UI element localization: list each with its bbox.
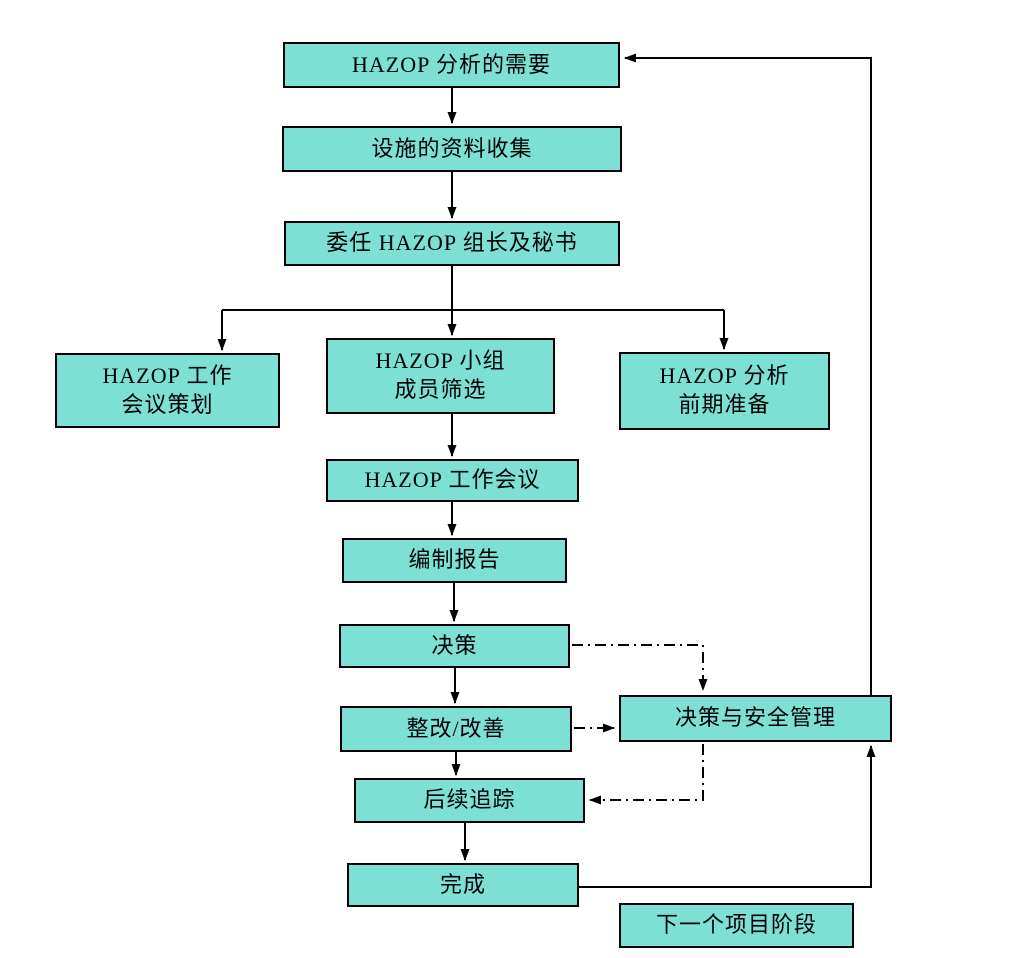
node-label: 设施的资料收集 — [371, 135, 533, 161]
arrow-complete-to-safety — [579, 745, 876, 888]
node-label: 完成 — [439, 871, 486, 897]
dashed-safety-to-follow — [589, 744, 704, 805]
node-label: 整改/改善 — [406, 715, 506, 741]
arrow-safety-to-need — [624, 53, 872, 695]
node-label: HAZOP 小组 成员筛选 — [375, 348, 506, 402]
node-data-collect: 设施的资料收集 — [282, 126, 622, 172]
node-label: 委任 HAZOP 组长及秘书 — [326, 230, 578, 256]
node-label: 下一个项目阶段 — [655, 912, 817, 938]
node-hazop-need: HAZOP 分析的需要 — [283, 42, 620, 88]
node-label: HAZOP 工作 会议策划 — [102, 362, 233, 417]
node-label: HAZOP 分析的需要 — [351, 51, 552, 77]
dashed-decision-to-safety — [572, 644, 708, 691]
node-label: HAZOP 分析 前期准备 — [659, 363, 790, 417]
node-work-meeting: HAZOP 工作会议 — [326, 459, 579, 502]
node-follow-up: 后续追踪 — [354, 778, 585, 823]
node-next-phase: 下一个项目阶段 — [619, 903, 854, 948]
node-meeting-plan: HAZOP 工作 会议策划 — [55, 353, 280, 428]
node-appoint-leader: 委任 HAZOP 组长及秘书 — [284, 221, 620, 266]
node-label: 编制报告 — [408, 547, 501, 573]
node-label: 后续追踪 — [423, 787, 516, 813]
node-label: 决策 — [431, 632, 478, 658]
node-report: 编制报告 — [342, 538, 567, 583]
node-complete: 完成 — [347, 863, 579, 907]
node-decision-safety: 决策与安全管理 — [619, 695, 892, 742]
node-rectify: 整改/改善 — [340, 706, 572, 752]
node-label: 决策与安全管理 — [674, 705, 836, 731]
node-decision: 决策 — [339, 624, 570, 668]
node-member-select: HAZOP 小组 成员筛选 — [326, 338, 555, 414]
node-label: HAZOP 工作会议 — [364, 467, 541, 493]
node-pre-prep: HAZOP 分析 前期准备 — [619, 352, 830, 430]
